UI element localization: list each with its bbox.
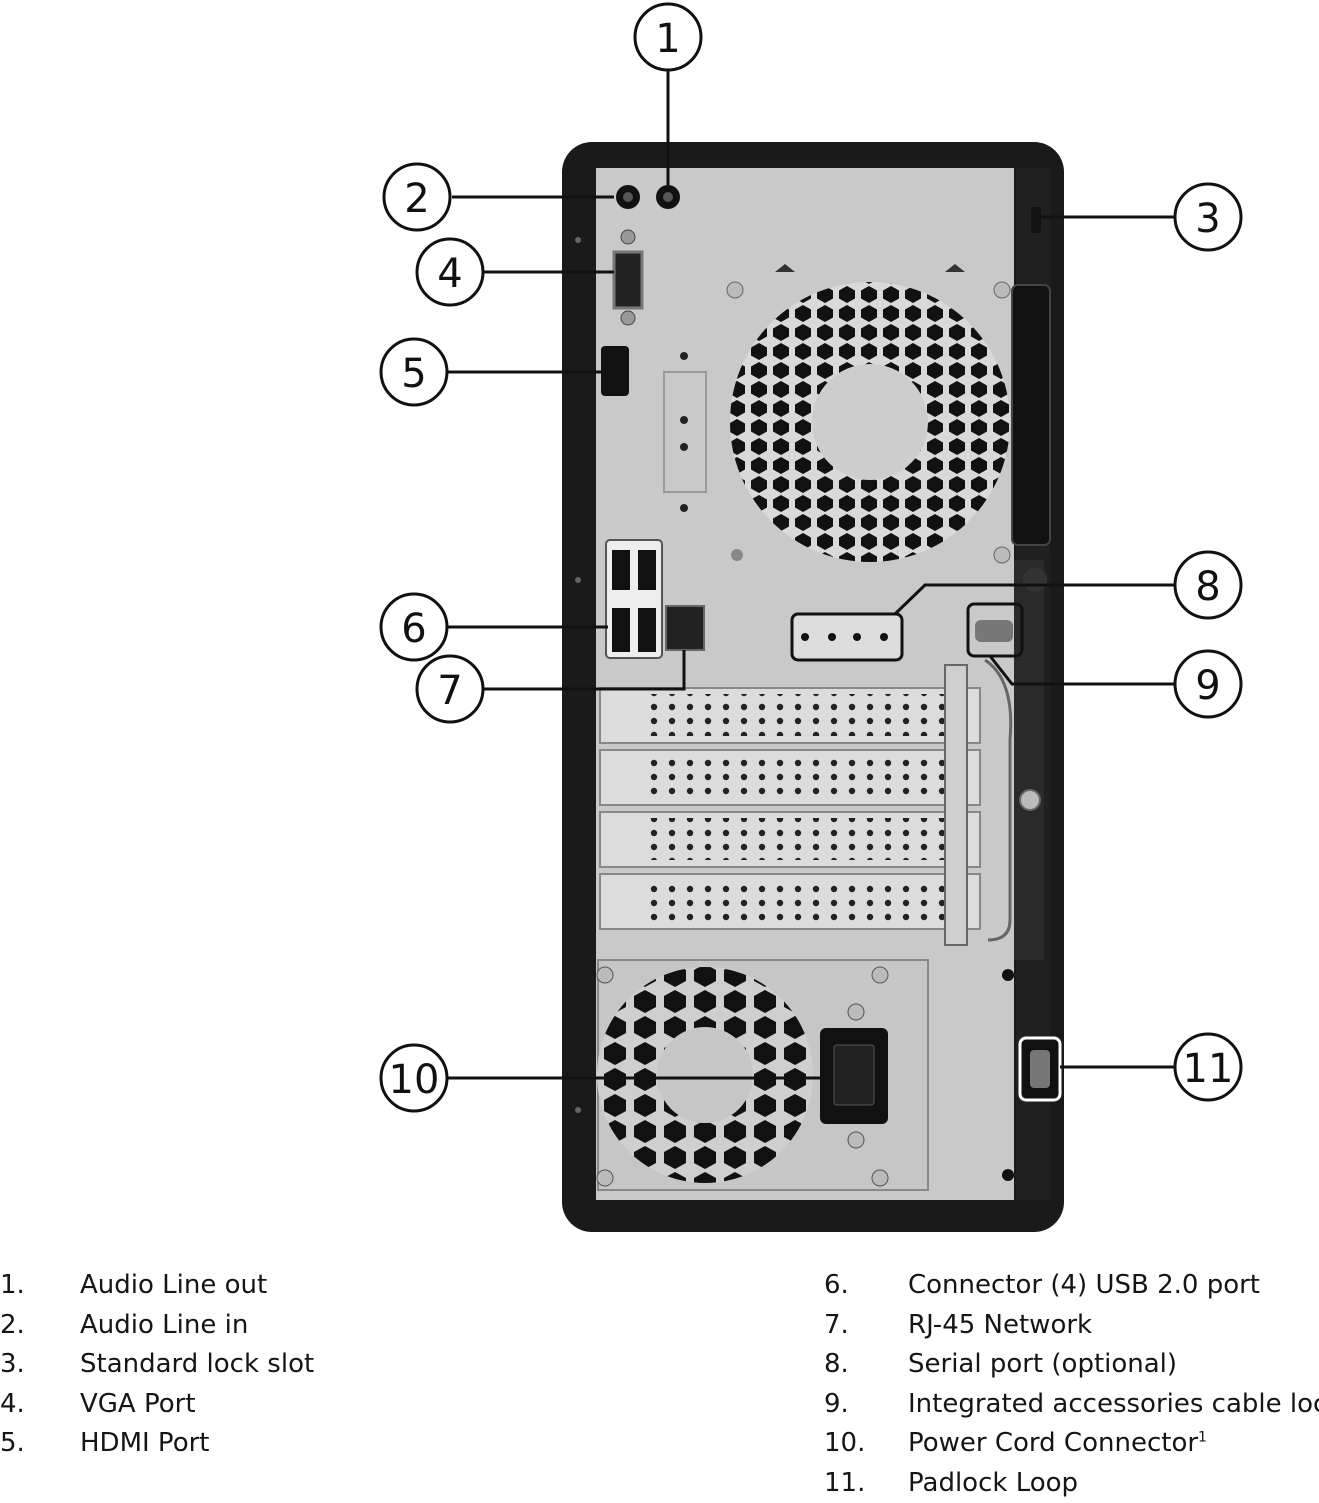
legend-number: 5. (0, 1424, 80, 1464)
callout-5: 5 (381, 339, 447, 405)
legend-item: 2.Audio Line in (0, 1306, 314, 1346)
callout-number: 8 (1195, 564, 1220, 610)
usb-port (612, 550, 630, 590)
pc-rear-diagram: 1 2 3 4 5 6 7 8 9 10 11 (0, 0, 1319, 1250)
callout-number: 11 (1183, 1046, 1234, 1092)
callout-6: 6 (381, 594, 447, 660)
callout-10: 10 (381, 1045, 447, 1111)
legend-number: 3. (0, 1345, 80, 1385)
legend-label: Integrated accessories cable lock (908, 1385, 1319, 1425)
vga-port (614, 252, 642, 308)
legend-item: 3.Standard lock slot (0, 1345, 314, 1385)
legend-label: Audio Line out (80, 1266, 267, 1306)
callout-1: 1 (635, 4, 701, 70)
callout-7: 7 (417, 656, 483, 722)
hdmi-port (601, 346, 629, 396)
legend-label: VGA Port (80, 1385, 196, 1425)
legend-label: Audio Line in (80, 1306, 248, 1346)
callout-4: 4 (417, 239, 483, 305)
legend-label: Standard lock slot (80, 1345, 314, 1385)
legend-item: 9.Integrated accessories cable lock (824, 1385, 1319, 1425)
legend-item: 10.Power Cord Connector1 (824, 1424, 1319, 1464)
legend-item: 4.VGA Port (0, 1385, 314, 1425)
callout-number: 4 (437, 251, 462, 297)
callout-11: 11 (1175, 1034, 1241, 1100)
callout-2: 2 (384, 164, 450, 230)
usb-port (612, 608, 630, 652)
legend-label: Padlock Loop (908, 1464, 1078, 1503)
legend-item: 8.Serial port (optional) (824, 1345, 1319, 1385)
callout-8: 8 (1175, 552, 1241, 618)
legend-number: 8. (824, 1345, 908, 1385)
usb-port (638, 608, 656, 652)
footnote-marker: 1 (1198, 1429, 1207, 1445)
callout-number: 7 (437, 668, 462, 714)
callout-number: 5 (401, 351, 426, 397)
legend-label: HDMI Port (80, 1424, 209, 1464)
callout-3: 3 (1175, 184, 1241, 250)
legend-item: 5.HDMI Port (0, 1424, 314, 1464)
legend-number: 4. (0, 1385, 80, 1425)
legend-number: 1. (0, 1266, 80, 1306)
usb-port (638, 550, 656, 590)
expansion-slots (600, 660, 1011, 945)
callout-number: 3 (1195, 196, 1220, 242)
legend-number: 7. (824, 1306, 908, 1346)
callout-number: 6 (401, 606, 426, 652)
legend-label: Serial port (optional) (908, 1345, 1177, 1385)
legend-item: 11.Padlock Loop (824, 1464, 1319, 1503)
legend-item: 6.Connector (4) USB 2.0 port (824, 1266, 1319, 1306)
legend-number: 6. (824, 1266, 908, 1306)
legend-left-column: 1.Audio Line out 2.Audio Line in 3.Stand… (0, 1266, 314, 1464)
legend-right-column: 6.Connector (4) USB 2.0 port 7.RJ-45 Net… (824, 1266, 1319, 1503)
legend-label: Connector (4) USB 2.0 port (908, 1266, 1260, 1306)
callout-number: 9 (1195, 663, 1220, 709)
legend-item: 7.RJ-45 Network (824, 1306, 1319, 1346)
callout-number: 10 (389, 1057, 440, 1103)
legend-number: 11. (824, 1464, 908, 1503)
legend-number: 2. (0, 1306, 80, 1346)
legend-label: Power Cord Connector (908, 1428, 1198, 1458)
callout-9: 9 (1175, 651, 1241, 717)
rj45-port (666, 606, 704, 650)
callout-number: 2 (404, 176, 429, 222)
legend-item: 1.Audio Line out (0, 1266, 314, 1306)
legend-number: 9. (824, 1385, 908, 1425)
legend-number: 10. (824, 1424, 908, 1464)
legend-label: RJ-45 Network (908, 1306, 1092, 1346)
callout-number: 1 (655, 16, 680, 62)
